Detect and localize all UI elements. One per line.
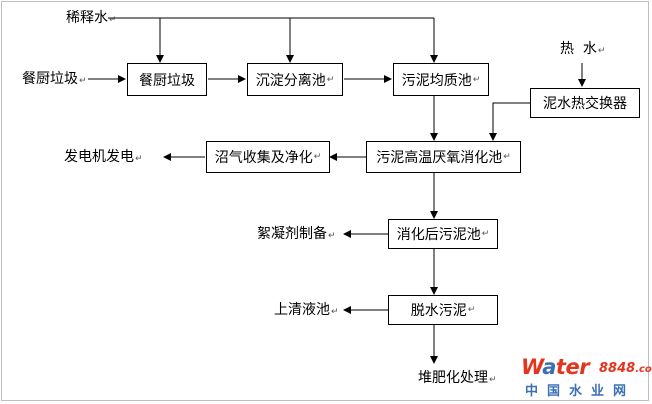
watermark-logo: Water 8848.com 中国水业网 — [521, 355, 652, 399]
paragraph-mark: ↵ — [109, 15, 117, 25]
label-hot-water-text: 热 水 — [560, 41, 597, 57]
paragraph-mark: ↵ — [79, 76, 87, 86]
paragraph-mark: ↵ — [331, 307, 339, 317]
box-digested-sludge-tank-label: 消化后污泥池 — [396, 227, 481, 243]
box-kitchen-waste: 餐厨垃圾 — [127, 63, 207, 96]
watermark-brand: Water — [521, 355, 590, 379]
box-kitchen-waste-label: 餐厨垃圾 — [139, 72, 195, 89]
paragraph-mark: ↵ — [467, 305, 476, 315]
paragraph-mark: ↵ — [481, 229, 490, 239]
box-anaerobic-digester: 污泥高温厌氧消化池↵ — [366, 141, 521, 173]
label-power-generation: 发电机发电↵ — [64, 148, 143, 168]
box-sedimentation-label: 沉淀分离池 — [255, 72, 326, 89]
paragraph-mark: ↵ — [313, 152, 322, 162]
label-flocculant-prep-text: 絮凝剂制备 — [257, 226, 327, 242]
label-dilution-water-text: 稀释水 — [66, 10, 108, 26]
box-sludge-homogenizer: 污泥均质池↵ — [393, 63, 489, 96]
watermark-suffix-text: .com — [635, 364, 652, 375]
box-anaerobic-digester-label: 污泥高温厌氧消化池 — [376, 150, 503, 166]
paragraph-mark: ↵ — [597, 46, 606, 56]
box-dewatering: 脱水污泥↵ — [388, 295, 498, 325]
label-kitchen-waste-source-text: 餐厨垃圾 — [22, 71, 78, 87]
box-heat-exchanger: 泥水热交换器 — [530, 88, 640, 118]
box-heat-exchanger-label: 泥水热交换器 — [543, 96, 627, 112]
paragraph-mark: ↵ — [472, 74, 481, 85]
box-sedimentation: 沉淀分离池↵ — [247, 63, 343, 96]
label-kitchen-waste-source: 餐厨垃圾↵ — [22, 70, 87, 90]
label-supernatant-tank: 上清液池↵ — [274, 301, 339, 321]
box-sludge-homogenizer-label: 污泥均质池 — [401, 72, 472, 89]
arrow-exchanger-to-digester — [489, 102, 530, 141]
label-supernatant-tank-text: 上清液池 — [274, 302, 330, 318]
watermark-brand-rest: ter — [555, 355, 590, 379]
paragraph-mark: ↵ — [489, 375, 497, 385]
label-hot-water: 热 水↵ — [560, 40, 605, 60]
box-biogas-purification: 沼气收集及净化↵ — [206, 141, 330, 173]
label-composting: 堆肥化处理↵ — [418, 369, 497, 389]
label-composting-text: 堆肥化处理 — [418, 370, 488, 386]
box-digested-sludge-tank: 消化后污泥池↵ — [388, 219, 498, 249]
watermark-number-text: 8848 — [599, 361, 636, 376]
box-dewatering-label: 脱水污泥 — [410, 303, 467, 319]
watermark-brand-w: W — [521, 355, 543, 379]
label-flocculant-prep: 絮凝剂制备↵ — [257, 225, 336, 245]
label-power-generation-text: 发电机发电 — [64, 149, 134, 165]
label-dilution-water: 稀释水↵ — [66, 9, 117, 29]
watermark-tagline: 中国水业网 — [525, 384, 636, 399]
paragraph-mark: ↵ — [328, 231, 336, 241]
watermark-brand-a: a — [542, 355, 556, 379]
paragraph-mark: ↵ — [135, 154, 143, 164]
paragraph-mark: ↵ — [503, 152, 511, 162]
box-biogas-purification-label: 沼气收集及净化 — [214, 150, 313, 166]
paragraph-mark: ↵ — [326, 74, 335, 85]
watermark-number: 8848.com — [599, 361, 652, 376]
